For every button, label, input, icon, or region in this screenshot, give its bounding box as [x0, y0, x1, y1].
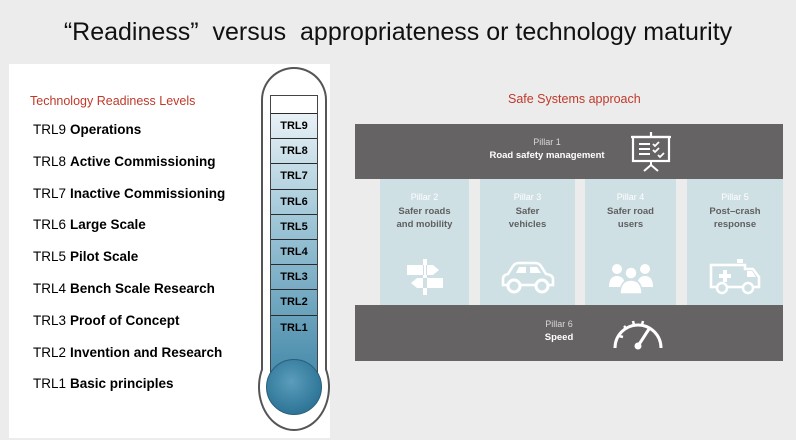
pillar-1-bar: Pillar 1 Road safety management [355, 124, 783, 179]
trl-name: Basic principles [70, 376, 174, 392]
ambulance-icon [709, 259, 761, 295]
trl-name: Proof of Concept [70, 312, 180, 328]
pillar-5-name-line2: response [713, 219, 757, 230]
thermometer-cell: TRL1 [271, 314, 317, 340]
pillar-5-column: Pillar 5 Post–crash response [687, 179, 783, 305]
pillar-5-number: Pillar 5 [721, 192, 749, 202]
trl-code: TRL9 [33, 122, 67, 137]
thermometer-ball [266, 359, 322, 415]
pillar-5-name-line1: Post–crash [709, 206, 761, 217]
pillar-6-number: Pillar 6 [545, 319, 573, 329]
thermometer-scale: TRL9 TRL8 TRL7 TRL6 TRL5 TRL4 TRL3 TRL2 … [270, 95, 318, 365]
trl-code: TRL2 [33, 344, 67, 360]
trl-code: TRL4 [33, 280, 67, 296]
pillar-2-number: Pillar 2 [410, 192, 439, 202]
pillar-3-column: Pillar 3 Safer vehicles [480, 179, 575, 305]
pillar-6-name: Speed [544, 332, 574, 343]
trl-name: Pilot Scale [70, 249, 139, 265]
pillar-4-name-line2: users [617, 219, 644, 230]
trl-name: Bench Scale Research [70, 280, 215, 296]
pillar-1-number: Pillar 1 [533, 137, 561, 147]
thermometer-cells: TRL9 TRL8 TRL7 TRL6 TRL5 TRL4 TRL3 TRL2 … [271, 113, 317, 365]
pillar-3-name-line2: vehicles [508, 219, 547, 230]
trl-name: Invention and Research [70, 344, 223, 360]
trl-heading: Technology Readiness Levels [30, 94, 196, 108]
trl-name: Inactive Commissioning [70, 185, 226, 201]
thermometer-cell: TRL2 [271, 289, 317, 314]
thermometer-cell: TRL8 [271, 138, 317, 163]
trl-code: TRL6 [33, 217, 67, 233]
trl-code: TRL1 [33, 376, 67, 392]
people-icon [608, 264, 653, 295]
pillar-2-name-line2: and mobility [396, 219, 453, 230]
car-icon [501, 261, 554, 294]
pillar-1-name: Road safety management [489, 150, 605, 161]
pillar-6-bar: Pillar 6 Speed [355, 305, 783, 361]
thermometer-cell: TRL9 [271, 113, 317, 138]
thermometer-cell: TRL3 [271, 264, 317, 289]
presentation-board-icon [631, 132, 671, 172]
pillar-2-name-line1: Safer roads [398, 206, 451, 217]
trl-name: Operations [70, 122, 142, 137]
pillar-4-number: Pillar 4 [616, 192, 645, 202]
thermometer-cell: TRL6 [271, 188, 317, 214]
speedometer-icon [613, 320, 663, 350]
trl-name: Active Commissioning [70, 153, 216, 169]
thermometer-cell: TRL7 [271, 163, 317, 188]
pillar-4-column: Pillar 4 Safer road users [585, 179, 676, 305]
thermometer-cell: TRL4 [271, 238, 317, 264]
trl-code: TRL7 [33, 185, 67, 201]
trl-code: TRL3 [33, 312, 67, 328]
pillar-2-column: Pillar 2 Safer roads and mobility [380, 179, 469, 305]
page-title: “Readiness” versus appropriateness or te… [63, 18, 733, 46]
trl-name: Large Scale [70, 217, 146, 233]
signpost-icon [406, 259, 443, 295]
thermometer: TRL9 TRL8 TRL7 TRL6 TRL5 TRL4 TRL3 TRL2 … [258, 67, 330, 434]
thermometer-cell: TRL5 [271, 213, 317, 239]
pillar-3-number: Pillar 3 [513, 192, 542, 202]
safe-systems-heading: Safe Systems approach [508, 92, 641, 106]
pillar-3-name-line1: Safer [515, 206, 540, 217]
trl-code: TRL5 [33, 249, 67, 265]
pillar-4-name-line1: Safer road [607, 206, 654, 217]
trl-code: TRL8 [33, 153, 67, 169]
